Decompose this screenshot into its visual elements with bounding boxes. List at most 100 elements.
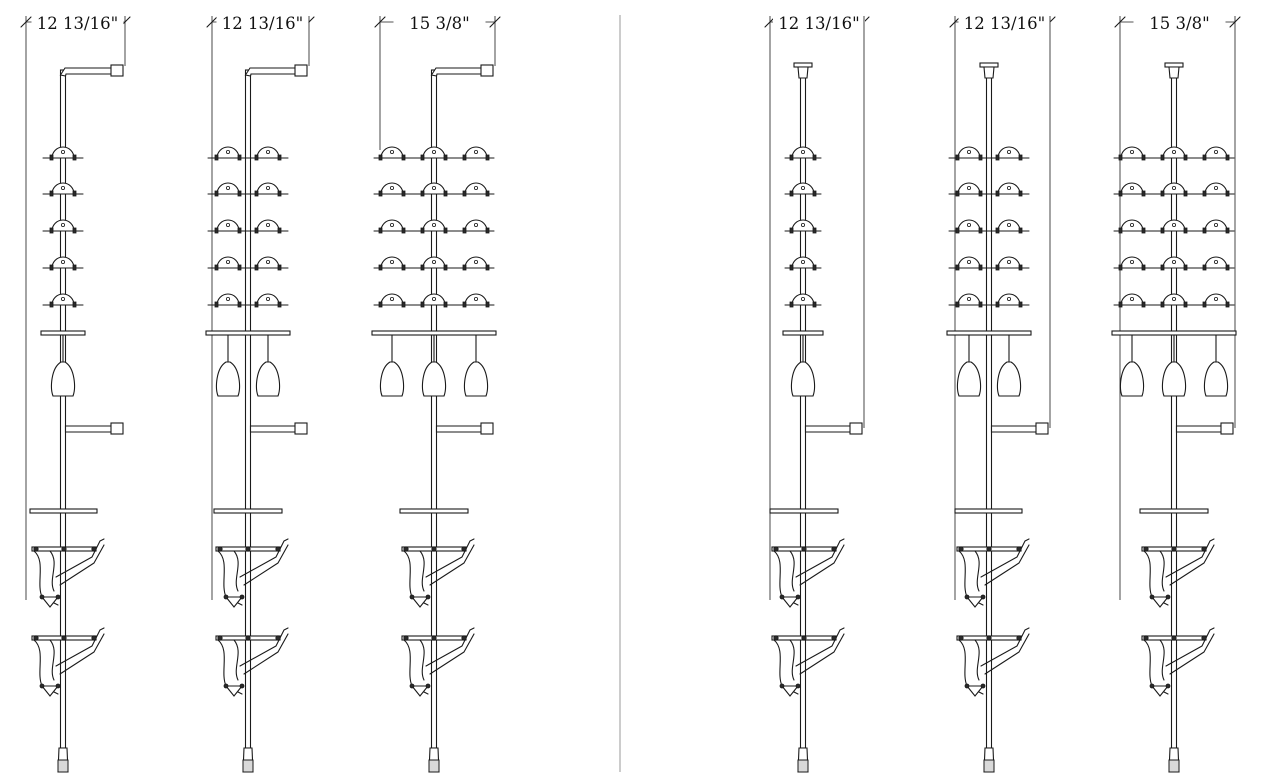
- glass-bowl: [1120, 256, 1144, 269]
- clip: [812, 190, 817, 197]
- cradle-foot: [410, 596, 430, 608]
- glass-center: [265, 222, 270, 227]
- rack-6: 15 3/8": [1111, 12, 1241, 773]
- middle-arm: [1175, 425, 1224, 433]
- clip: [378, 227, 383, 234]
- floor-foot-cap: [1168, 759, 1180, 773]
- clip: [72, 190, 77, 197]
- wine-glass: [380, 361, 404, 397]
- top-wall-bracket: [110, 64, 124, 77]
- clip: [277, 190, 282, 197]
- cradle-bolt: [425, 683, 431, 689]
- cradle-bolt: [431, 546, 437, 552]
- cradle-bolt: [986, 635, 992, 641]
- cradle-bolt: [55, 683, 61, 689]
- clip: [378, 154, 383, 161]
- clip: [72, 301, 77, 308]
- glass-bowl: [1204, 146, 1228, 159]
- glass-center: [1130, 222, 1135, 227]
- glass-center: [265, 296, 270, 301]
- stemware-bar: [205, 330, 291, 336]
- glass-center: [431, 222, 436, 227]
- glass-bowl: [256, 293, 280, 306]
- clip: [1018, 264, 1023, 271]
- glass-center: [389, 259, 394, 264]
- clip: [1183, 264, 1188, 271]
- cradle-bolt: [275, 635, 281, 641]
- bottle-outline: [984, 633, 1030, 675]
- glass-center: [389, 296, 394, 301]
- cradle-frame: [49, 550, 55, 592]
- middle-arm-bracket: [849, 422, 863, 435]
- flat-shelf: [1139, 508, 1209, 514]
- clip: [1018, 227, 1023, 234]
- clip: [462, 154, 467, 161]
- glass-bowl: [791, 146, 815, 159]
- glass-bowl: [1162, 219, 1186, 232]
- cradle-foot: [780, 685, 800, 697]
- glass-bowl: [464, 182, 488, 195]
- clip: [955, 154, 960, 161]
- clip: [789, 264, 794, 271]
- glass-center: [225, 185, 230, 190]
- glass-bowl: [791, 293, 815, 306]
- clip: [443, 227, 448, 234]
- glass-center: [1214, 185, 1219, 190]
- glass-bowl: [791, 219, 815, 232]
- clip: [812, 301, 817, 308]
- cradle-bolt: [801, 546, 807, 552]
- ceiling-mount: [1168, 66, 1180, 79]
- top-wall-bracket: [294, 64, 308, 77]
- stemware-bar: [946, 330, 1032, 336]
- clip: [254, 190, 259, 197]
- clip: [978, 154, 983, 161]
- clip: [1118, 264, 1123, 271]
- bottle-cradle: [401, 627, 475, 697]
- glass-center: [967, 185, 972, 190]
- top-wall-arm: [430, 67, 484, 77]
- clip: [485, 264, 490, 271]
- glass-bowl: [997, 219, 1021, 232]
- bottle-outline: [59, 544, 105, 586]
- glass-bowl: [422, 293, 446, 306]
- bottle-outline: [243, 544, 289, 586]
- clip: [1225, 227, 1230, 234]
- cradle-bolt: [409, 594, 415, 600]
- clip: [49, 264, 54, 271]
- cradle-bolt: [1143, 635, 1149, 641]
- bottle-outline: [1169, 544, 1215, 586]
- dimension-label-backing: [958, 12, 1051, 32]
- cradle-bolt: [773, 635, 779, 641]
- clip: [812, 154, 817, 161]
- clip: [485, 154, 490, 161]
- cradle-bolt: [980, 594, 986, 600]
- flat-shelf: [954, 508, 1023, 514]
- clip: [72, 264, 77, 271]
- cradle-bolt: [245, 635, 251, 641]
- cradle-bolt: [1149, 594, 1155, 600]
- clip: [1118, 154, 1123, 161]
- dimension-label-backing: [393, 12, 486, 32]
- bottle-cradle: [956, 538, 1030, 608]
- cradle-bolt: [39, 594, 45, 600]
- clip: [443, 154, 448, 161]
- glass-center: [967, 149, 972, 154]
- glass-center: [1130, 259, 1135, 264]
- ceiling-flange: [1164, 62, 1184, 68]
- clip: [420, 264, 425, 271]
- clip: [401, 190, 406, 197]
- bottle-cradle: [1141, 627, 1215, 697]
- glass-center: [389, 149, 394, 154]
- glass-bowl: [1120, 182, 1144, 195]
- clip: [49, 190, 54, 197]
- clip: [1183, 190, 1188, 197]
- glass-center: [61, 259, 66, 264]
- glass-center: [473, 149, 478, 154]
- glass-bowl: [51, 256, 75, 269]
- glass-center: [1172, 259, 1177, 264]
- clip: [955, 190, 960, 197]
- cradle-bolt: [773, 546, 779, 552]
- stemware-bar: [371, 330, 497, 336]
- glass-bowl: [1204, 219, 1228, 232]
- wine-glass: [464, 361, 488, 397]
